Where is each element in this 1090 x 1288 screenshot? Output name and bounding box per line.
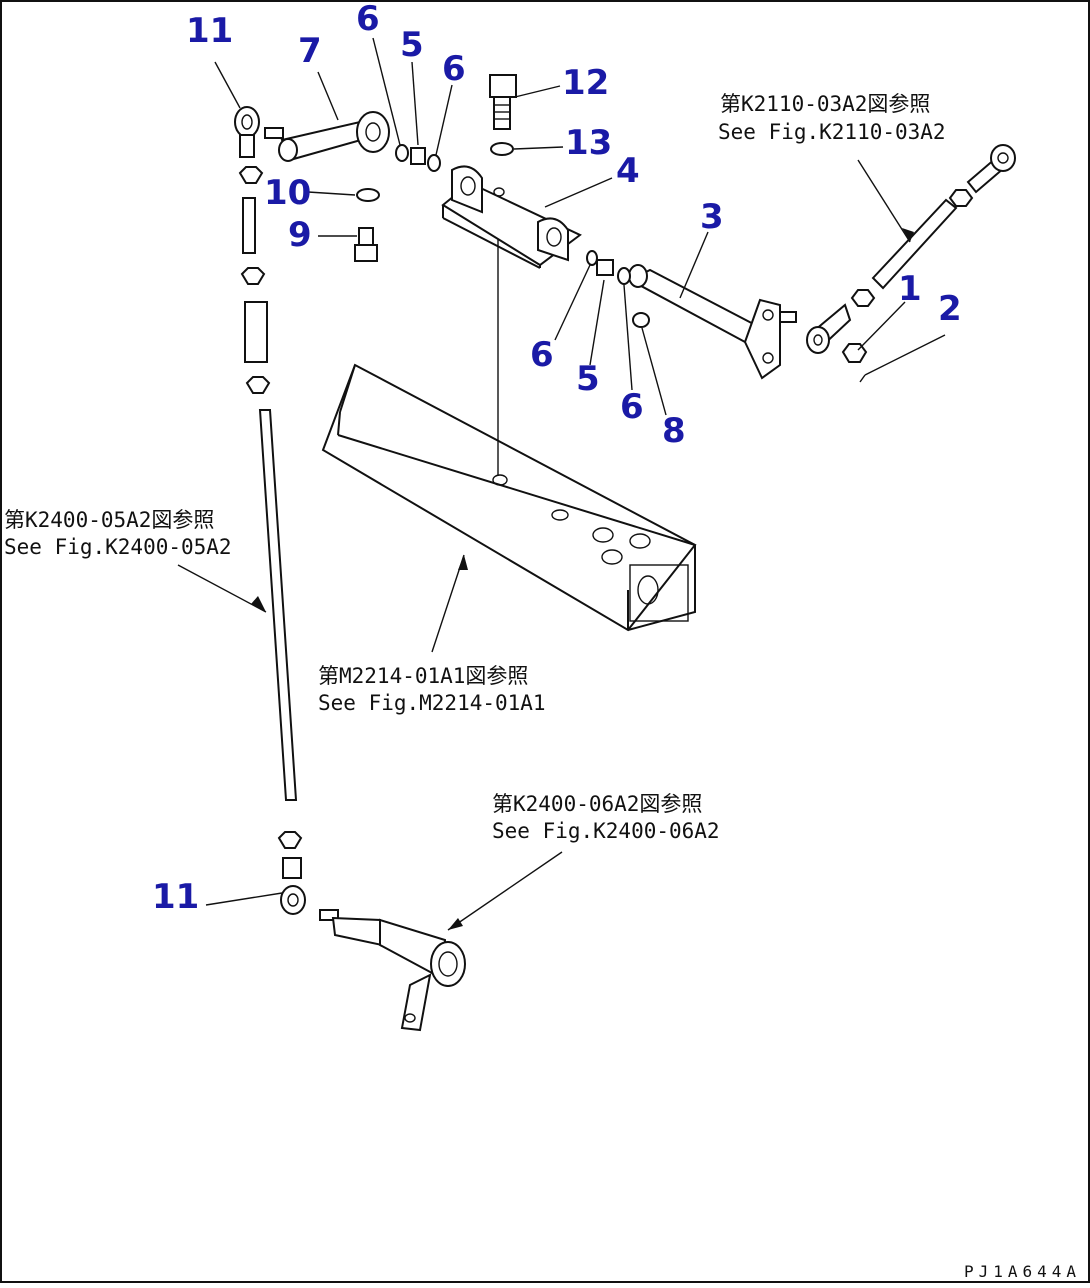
bracket-part-4: [441, 165, 582, 269]
reference-m2214-jp: 第M2214-01A1図参照: [318, 664, 529, 688]
reference-arrows: [177, 159, 914, 931]
nut-right-1: [850, 289, 876, 307]
washer-part-10: [356, 188, 380, 202]
rod-end-right-top: [966, 144, 1016, 194]
callout-12: 12: [562, 63, 610, 103]
coupler-sleeve: [244, 301, 268, 363]
reference-k2400-06-jp: 第K2400-06A2図参照: [492, 792, 703, 816]
callout-8: 8: [662, 411, 686, 451]
bolt-part-12: [489, 74, 517, 130]
callout-9: 9: [288, 215, 312, 255]
drawing-code: PJ1A644A: [964, 1262, 1082, 1281]
leader-lines: [205, 37, 946, 906]
callout-6-b: 6: [442, 49, 466, 89]
callout-6-c: 6: [530, 335, 554, 375]
washers-upper: [395, 144, 441, 172]
reference-k2400-05-en: See Fig.K2400-05A2: [4, 535, 232, 559]
callout-11-top: 11: [186, 11, 234, 51]
frame-beam: [321, 363, 697, 632]
callout-7: 7: [298, 31, 322, 71]
callout-1: 1: [898, 269, 922, 309]
callout-6-d: 6: [620, 387, 644, 427]
nut-upper-2: [240, 267, 266, 285]
cross-shaft-part-3: [627, 264, 797, 380]
reference-k2110-jp: 第K2110-03A2図参照: [720, 92, 931, 116]
nut-part-1: [841, 343, 868, 363]
rod-end-part-11-bottom: [280, 857, 306, 915]
nut-lower: [277, 831, 303, 849]
washers-lower: [586, 250, 631, 285]
stud-upper: [242, 197, 256, 254]
lever-part-7: [264, 111, 390, 162]
bolt-part-9: [354, 227, 378, 262]
callout-5-b: 5: [576, 359, 600, 399]
nut-upper-3: [245, 376, 271, 394]
right-rod: [871, 198, 958, 290]
callout-6-a: 6: [356, 0, 380, 39]
rod-end-part-1: [806, 303, 852, 354]
callout-13: 13: [565, 123, 613, 163]
nut-upper-1: [238, 166, 264, 184]
nut-right-2: [948, 189, 974, 207]
callout-2: 2: [938, 289, 962, 329]
reference-k2110-en: See Fig.K2110-03A2: [718, 120, 946, 144]
pin-part-8: [632, 312, 650, 328]
callout-4: 4: [616, 151, 640, 191]
reference-k2400-05-jp: 第K2400-05A2図参照: [4, 508, 215, 532]
callout-3: 3: [700, 197, 724, 237]
washer-part-13: [490, 142, 514, 156]
lower-lever-assembly: [319, 909, 466, 1032]
callout-11-bottom: 11: [152, 877, 200, 917]
rod-end-part-11-top: [234, 106, 260, 158]
long-rod: [258, 409, 298, 801]
callout-10: 10: [264, 173, 312, 213]
callout-5-a: 5: [400, 25, 424, 65]
reference-m2214-en: See Fig.M2214-01A1: [318, 691, 546, 715]
reference-k2400-06-en: See Fig.K2400-06A2: [492, 819, 720, 843]
